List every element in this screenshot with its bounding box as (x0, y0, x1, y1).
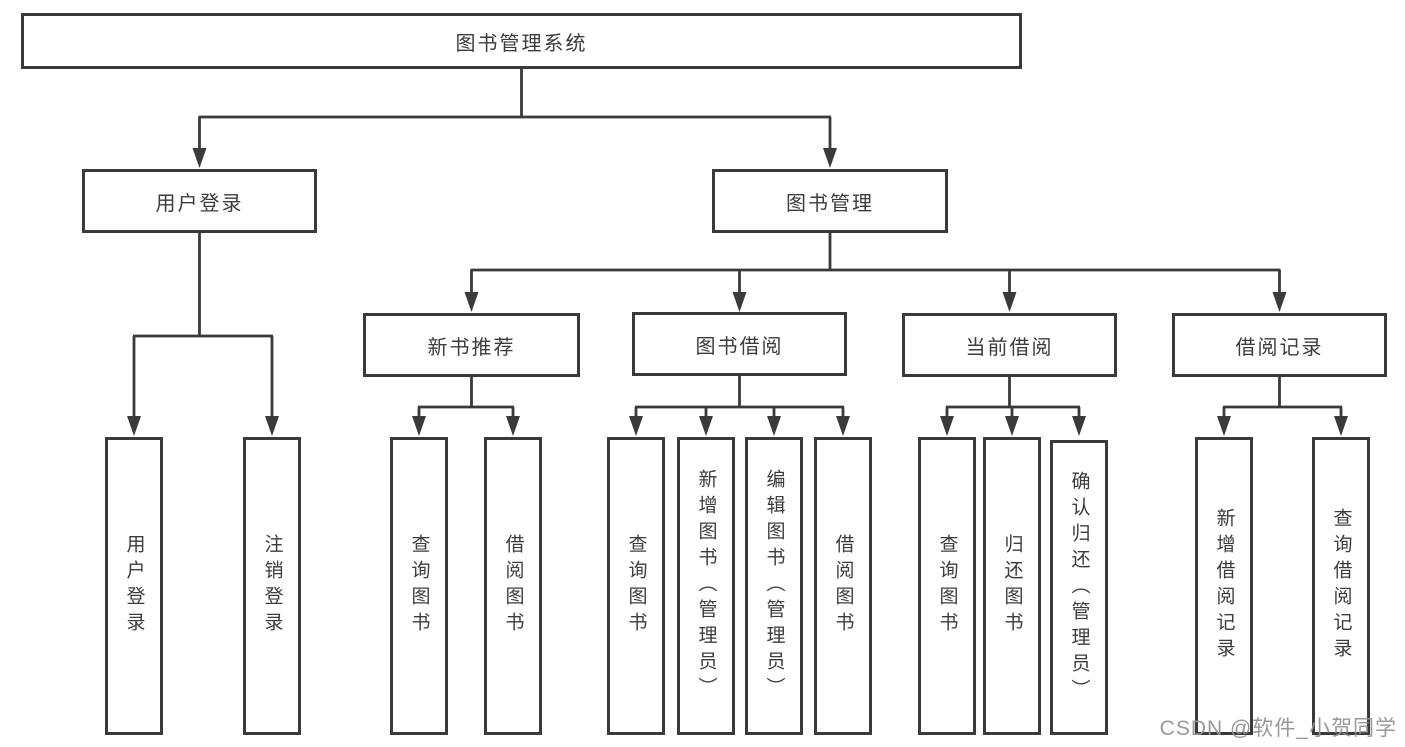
node-current-borrow-label: 当前借阅 (965, 336, 1054, 359)
leaf-add-books-admin: 新增图书（管理员） (677, 437, 735, 735)
node-library-system: 图书管理系统 (21, 13, 1022, 69)
connector-userlogin-to-leaves (132, 233, 274, 418)
connector-bookmgmt-to-level3 (470, 233, 1281, 294)
leaf-borrow-query-books-label: 查询图书 (625, 534, 647, 638)
node-book-management: 图书管理 (712, 169, 948, 233)
node-book-borrow-label: 图书借阅 (695, 335, 784, 358)
leaf-logout-label: 注销登录 (261, 534, 283, 638)
leaf-recommend-query-books-label: 查询图书 (408, 534, 430, 638)
node-new-book-recommend-label: 新书推荐 (427, 336, 516, 359)
leaf-recommend-query-books: 查询图书 (390, 437, 448, 735)
leaf-current-query-books-label: 查询图书 (936, 534, 958, 638)
leaf-confirm-return-admin: 确认归还（管理员） (1050, 440, 1108, 735)
leaf-recommend-borrow-books-label: 借阅图书 (502, 534, 524, 638)
leaf-user-login-label: 用户登录 (123, 534, 145, 638)
leaf-add-borrow-record-label: 新增借阅记录 (1213, 508, 1235, 664)
leaf-logout: 注销登录 (243, 437, 301, 735)
leaf-return-books-label: 归还图书 (1001, 534, 1023, 638)
arrowheads (127, 148, 1348, 436)
leaf-borrow-query-books: 查询图书 (607, 437, 665, 735)
node-book-borrow: 图书借阅 (632, 312, 847, 376)
leaf-user-login: 用户登录 (105, 437, 163, 735)
connector-recommend-to-leaves (417, 376, 515, 418)
connector-records-to-leaves (1222, 376, 1343, 418)
connector-current-to-leaves (945, 376, 1081, 418)
connector-root-to-level2 (198, 69, 832, 150)
leaf-borrow-borrow-books: 借阅图书 (814, 437, 872, 735)
csdn-watermark: CSDN @软件_小贺同学 (1159, 717, 1397, 740)
leaf-return-books: 归还图书 (983, 437, 1041, 735)
node-borrow-records: 借阅记录 (1172, 313, 1387, 377)
leaf-edit-books-admin-label: 编辑图书（管理员） (763, 469, 785, 703)
connector-borrow-to-leaves (634, 375, 845, 418)
leaf-query-borrow-record: 查询借阅记录 (1312, 437, 1370, 735)
leaf-edit-books-admin: 编辑图书（管理员） (745, 437, 803, 735)
leaf-borrow-borrow-books-label: 借阅图书 (832, 534, 854, 638)
leaf-add-books-admin-label: 新增图书（管理员） (695, 469, 717, 703)
node-user-login: 用户登录 (82, 169, 317, 233)
node-new-book-recommend: 新书推荐 (363, 313, 580, 377)
leaf-current-query-books: 查询图书 (918, 437, 976, 735)
leaf-confirm-return-admin-label: 确认归还（管理员） (1068, 470, 1090, 705)
node-book-management-label: 图书管理 (786, 192, 874, 215)
leaf-recommend-borrow-books: 借阅图书 (484, 437, 542, 735)
node-borrow-records-label: 借阅记录 (1235, 336, 1324, 359)
leaf-add-borrow-record: 新增借阅记录 (1195, 437, 1253, 735)
node-current-borrow: 当前借阅 (902, 313, 1117, 377)
node-user-login-label: 用户登录 (155, 192, 244, 215)
node-library-system-label: 图书管理系统 (455, 32, 588, 55)
leaf-query-borrow-record-label: 查询借阅记录 (1330, 508, 1352, 664)
